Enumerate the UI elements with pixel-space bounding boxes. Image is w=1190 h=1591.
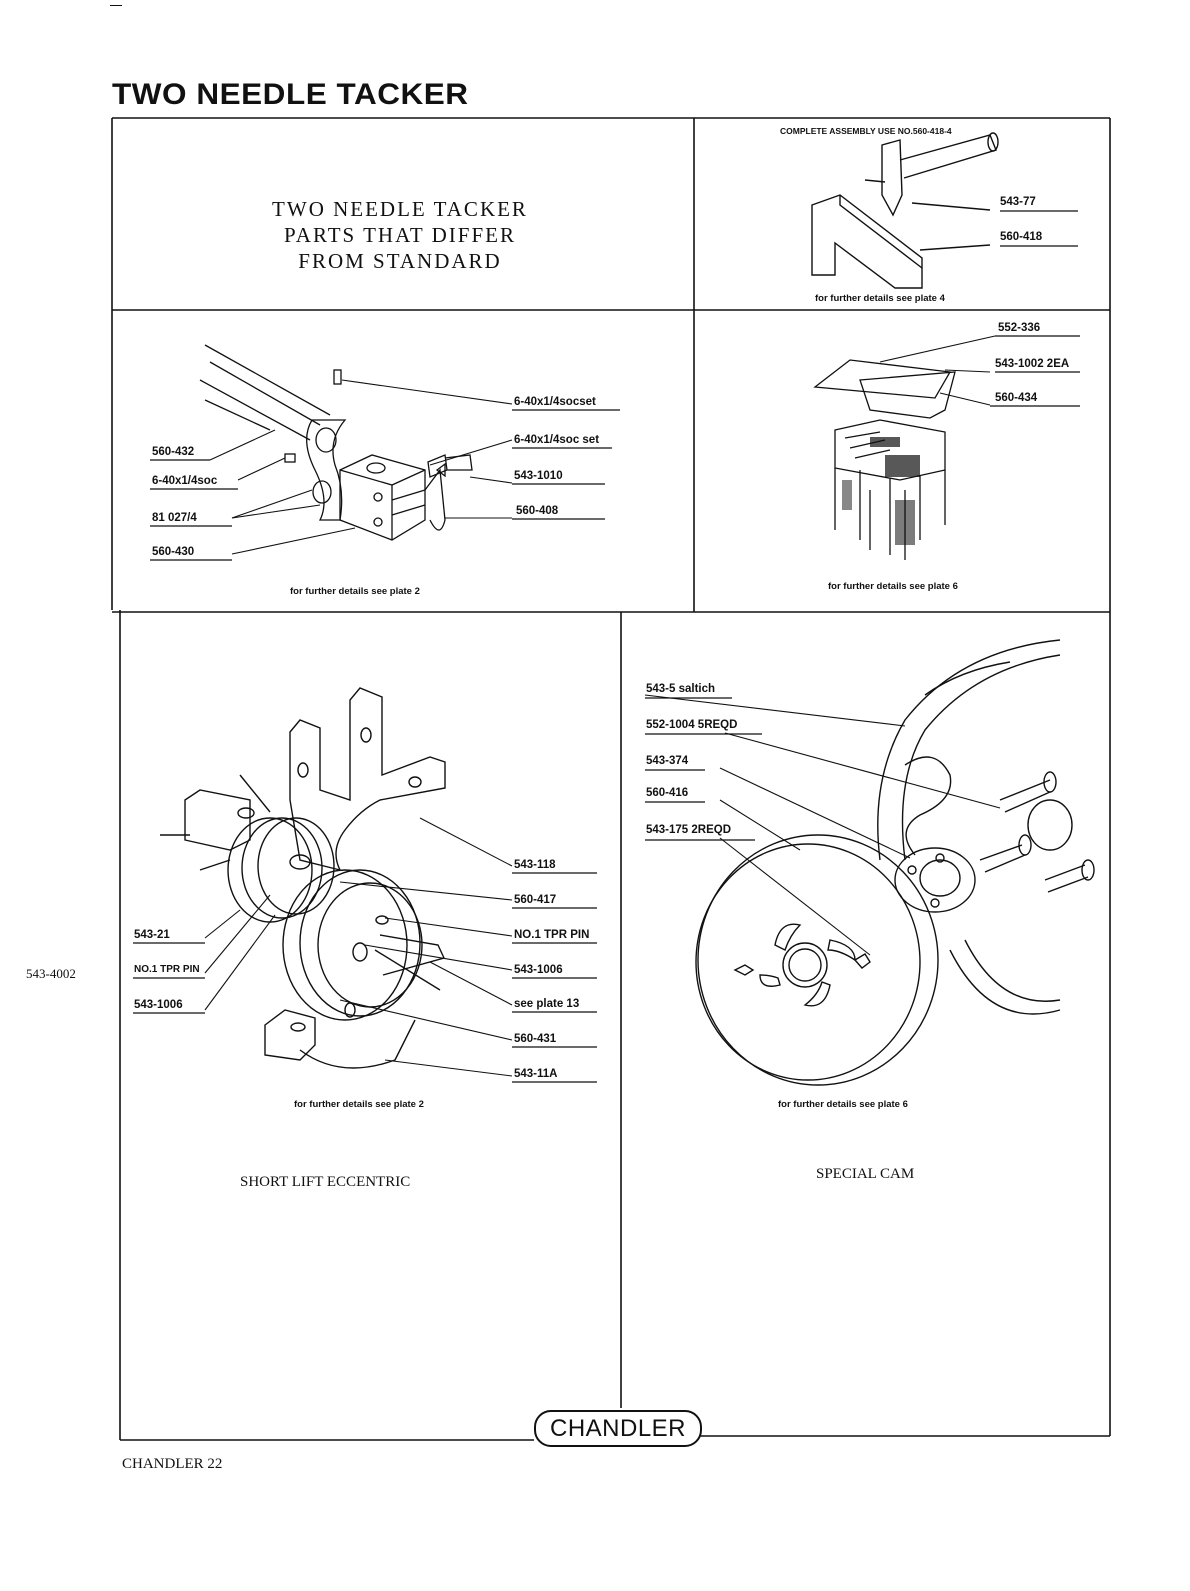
part-label-560-417: 560-417 [514,894,557,906]
part-label-taper-pin: NO.1 TPR PIN [514,929,590,941]
part-label-543-1006: 543-1006 [134,999,183,1011]
plate-reference-note: for further details see plate 2 [290,586,420,597]
part-label-543-77: 543-77 [1000,196,1036,208]
mid-right-leader-lines [879,335,996,406]
header-panel-text: TWO NEEDLE TACKER PARTS THAT DIFFER FROM… [240,196,560,274]
bottom-right-leader-lines [644,694,1001,956]
part-label-560-434: 560-434 [995,392,1038,404]
tacker-part-drawing [811,132,999,289]
header-line-2: PARTS THAT DIFFER [284,223,516,247]
part-label-543-1010: 543-1010 [514,470,563,482]
needle-bar-bracket-drawing [199,344,473,541]
eccentric-drawing [160,687,446,1069]
bottom-left-leader-lines [204,817,513,1077]
part-label-543-21: 543-21 [134,929,170,941]
part-label-543-11a: 543-11A [514,1068,558,1080]
chandler-logo: CHANDLER [534,1410,702,1447]
part-label-560-432: 560-432 [152,446,195,458]
part-label-543-175: 543-175 2REQD [646,824,732,836]
part-label-543-374: 543-374 [646,755,689,767]
part-label-560-418: 560-418 [1000,231,1043,243]
plate-reference-note: for further details see plate 2 [294,1099,424,1110]
page-footer: CHANDLER 22 [122,1456,223,1472]
part-label-543-1006: 543-1006 [514,964,563,976]
header-line-3: FROM STANDARD [298,249,502,273]
page-title: TWO NEEDLE TACKER [112,78,469,111]
needle-plate-shading [842,437,920,545]
label-rules [133,210,1080,1083]
special-cam-drawing [695,639,1095,1086]
part-label-552-1004: 552-1004 5REQD [646,719,738,731]
header-line-1: TWO NEEDLE TACKER [272,197,528,221]
section-caption: SHORT LIFT ECCENTRIC [240,1174,411,1190]
mid-left-leader-lines [209,379,513,555]
part-label-543-1002: 543-1002 2EA [995,358,1070,370]
part-label-81-027-4: 81 027/4 [152,512,197,524]
plate-reference-note: for further details see plate 4 [815,293,945,304]
assembly-note: COMPLETE ASSEMBLY USE NO.560-418-4 [780,126,952,136]
part-label-543-118: 543-118 [514,859,556,871]
plate-reference-note: for further details see plate 6 [828,581,958,592]
part-label-see-plate: see plate 13 [514,998,580,1010]
corner-dash [110,5,122,6]
part-label-560-416: 560-416 [646,787,689,799]
part-label-560-431: 560-431 [514,1033,557,1045]
part-label-543-5: 543-5 saltich [646,683,716,695]
part-label-screw-soc-set: 6-40x1/4soc set [514,434,600,446]
needle-plate-drawing [813,359,956,560]
side-part-number: 543-4002 [26,966,76,981]
part-label-552-336: 552-336 [998,322,1041,334]
plate-reference-note: for further details see plate 6 [778,1099,908,1110]
part-label-taper-pin: NO.1 TPR PIN [134,964,200,975]
part-label-screw-soc: 6-40x1/4soc [152,475,218,487]
part-label-560-430: 560-430 [152,546,195,558]
part-label-screw-set: 6-40x1/4socset [514,396,596,408]
section-caption: SPECIAL CAM [816,1166,915,1182]
part-label-560-408: 560-408 [516,505,559,517]
